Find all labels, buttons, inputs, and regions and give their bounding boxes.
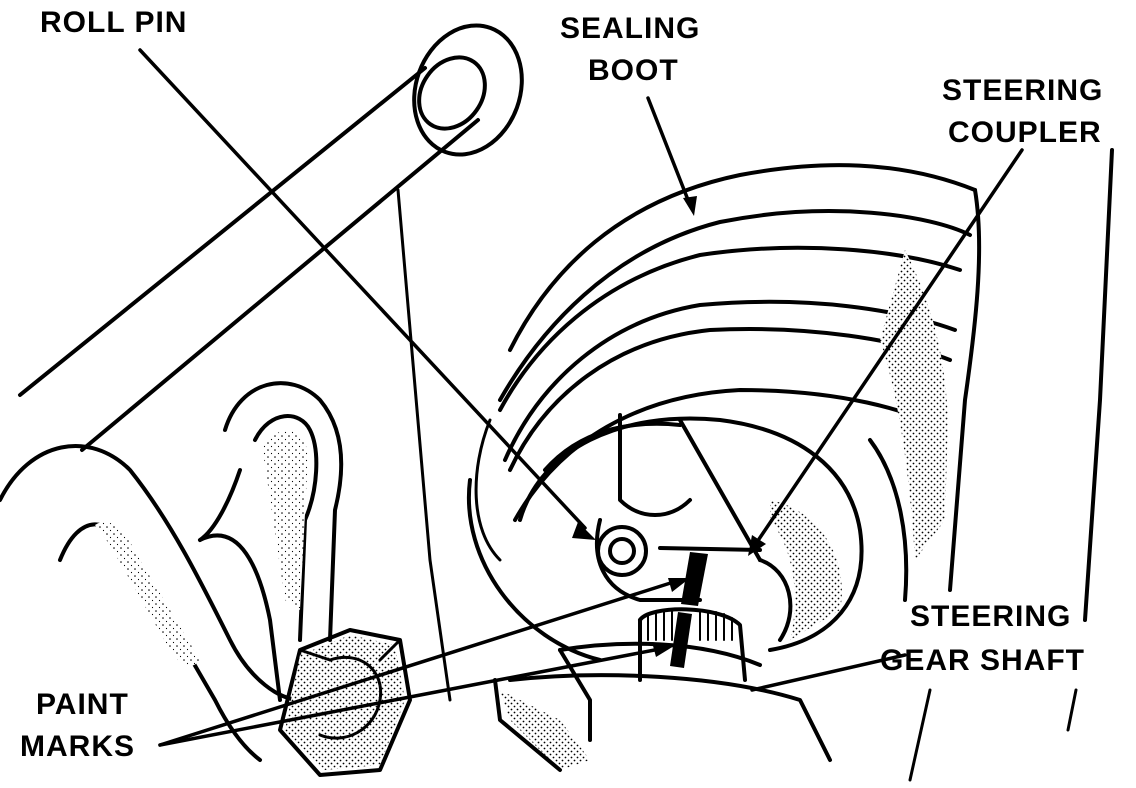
leader-lines xyxy=(138,48,1024,747)
leader-sealing-boot xyxy=(646,96,692,207)
sealing-boot xyxy=(474,163,982,602)
label-paint-marks-line1: PAINT xyxy=(36,688,129,721)
label-sealing-boot-line2: BOOT xyxy=(588,54,679,87)
arrow-paint-marks-upper xyxy=(668,578,690,592)
leader-paint-marks-upper xyxy=(158,578,682,747)
arrow-roll-pin xyxy=(572,522,596,540)
coupler-yoke xyxy=(466,413,864,662)
hex-nut xyxy=(278,628,412,777)
label-steering-gear-shaft-line1: STEERING xyxy=(910,600,1071,633)
label-steering-coupler-line2: COUPLER xyxy=(948,116,1102,149)
lower-bracket xyxy=(0,381,344,762)
frame-edges xyxy=(396,148,1114,782)
labels: ROLL PIN SEALING BOOT STEERING COUPLER S… xyxy=(20,6,1103,763)
arrow-paint-marks-lower xyxy=(652,642,674,657)
leader-roll-pin xyxy=(138,48,587,530)
arrow-sealing-boot xyxy=(683,196,697,216)
leader-steering-gear-shaft xyxy=(750,653,907,692)
leader-steering-coupler xyxy=(753,148,1024,547)
leader-paint-marks-lower xyxy=(158,646,667,747)
label-sealing-boot-line1: SEALING xyxy=(560,12,700,45)
label-roll-pin: ROLL PIN xyxy=(40,6,187,39)
arrow-steering-coupler xyxy=(748,535,766,556)
label-paint-marks-line2: MARKS xyxy=(20,730,135,763)
label-steering-gear-shaft-line2: GEAR SHAFT xyxy=(880,644,1085,677)
paint-marks xyxy=(670,552,708,668)
tie-rod xyxy=(18,23,524,452)
label-steering-coupler-line1: STEERING xyxy=(942,74,1103,107)
